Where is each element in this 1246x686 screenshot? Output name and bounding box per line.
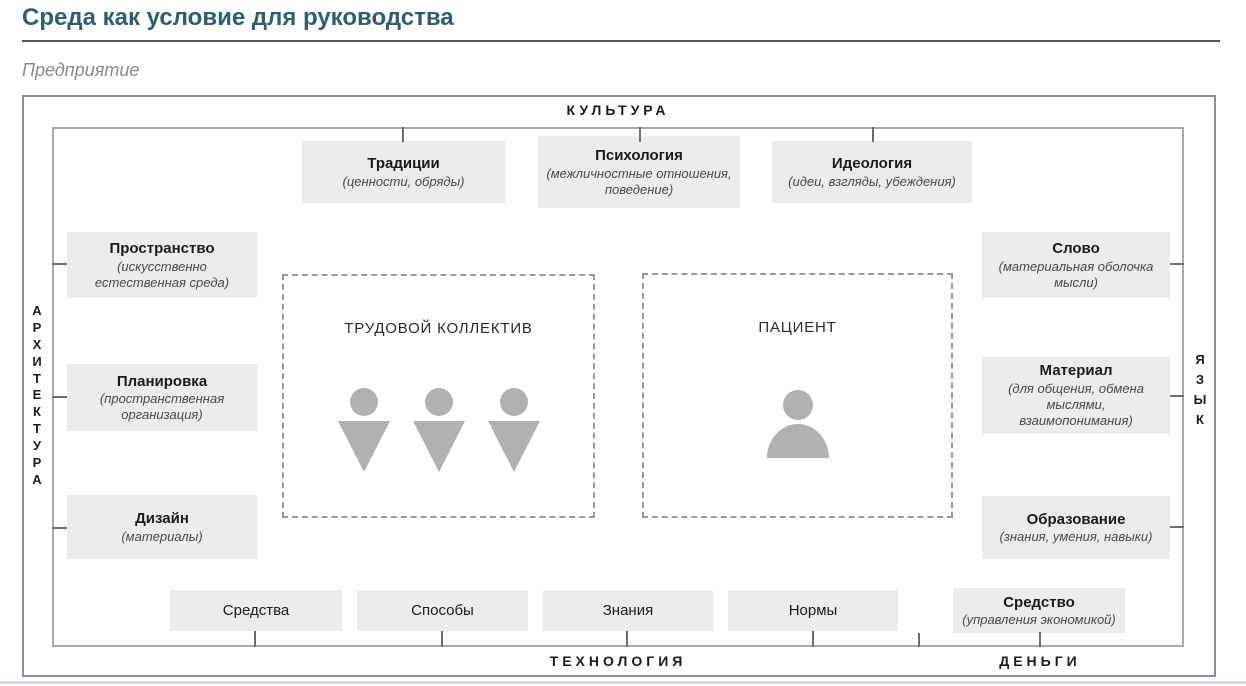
box-title: Традиции (367, 155, 440, 173)
box-title: Способы (411, 601, 474, 619)
box-subtitle: (материалы) (121, 528, 203, 544)
box-subtitle: (пространственная организация) (99, 391, 225, 423)
connector-tick (872, 127, 874, 142)
box-norms: Нормы (728, 590, 898, 631)
box-knowledge: Знания (543, 590, 713, 631)
box-subtitle: (идеи, взгляды, убеждения) (788, 173, 956, 189)
box-space: Пространство (искусственно естественная … (67, 232, 257, 298)
box-title: Материал (1039, 362, 1113, 380)
worker-icon (412, 388, 465, 477)
connector-tick (626, 631, 628, 647)
connector-tick (639, 127, 641, 142)
worker-icon (337, 388, 390, 477)
box-design: Дизайн (материалы) (67, 495, 257, 559)
box-material: Материал (для общения, обмена мыслями, в… (982, 357, 1170, 434)
enterprise-label: Предприятие (22, 60, 140, 80)
connector-tick (254, 631, 256, 647)
connector-tick (812, 631, 814, 647)
group-label: ПАЦИЕНТ (758, 319, 837, 336)
box-title: Средство (1003, 593, 1075, 611)
connector-tick (1170, 395, 1184, 397)
box-planning: Планировка (пространственная организация… (67, 364, 257, 431)
box-psychology: Психология (межличностные отношения, пов… (538, 136, 740, 208)
connector-tick (1170, 263, 1184, 265)
patient-group: ПАЦИЕНТ (642, 273, 953, 518)
connector-tick (441, 631, 443, 647)
connector-tick (1170, 526, 1184, 528)
box-subtitle: (межличностные отношения, поведение) (546, 165, 732, 197)
box-money-means: Средство (управления экономикой) (953, 588, 1125, 633)
box-title: Дизайн (135, 510, 189, 528)
box-traditions: Традиции (ценности, обряды) (302, 141, 505, 203)
box-subtitle: (для общения, обмена мыслями, взаимопони… (1008, 380, 1144, 429)
box-education: Образование (знания, умения, навыки) (982, 496, 1170, 559)
patient-icon (766, 390, 829, 463)
box-word: Слово (материальная оболочка мысли) (982, 232, 1170, 298)
bottom-divider-strip (0, 681, 1246, 684)
group-label: ТРУДОВОЙ КОЛЛЕКТИВ (344, 320, 533, 337)
box-methods: Способы (357, 590, 528, 631)
box-title: Идеология (831, 155, 913, 173)
box-title: Знания (602, 601, 654, 619)
title-underline (22, 40, 1220, 42)
connector-tick (52, 263, 67, 265)
worker-icons-row (284, 388, 593, 477)
box-title: Пространство (109, 240, 215, 257)
worker-icon (487, 388, 540, 477)
box-title: Планировка (116, 372, 208, 390)
box-title: Средства (222, 601, 290, 619)
connector-tick (402, 127, 404, 142)
box-means: Средства (170, 590, 342, 631)
technology-band-label: ТЕХНОЛОГИЯ (549, 653, 687, 669)
box-subtitle: (управления экономикой) (962, 612, 1116, 628)
page-title: Среда как условие для руководства (22, 4, 454, 31)
connector-tick (1039, 632, 1041, 647)
culture-band-label: КУЛЬТУРА (566, 102, 670, 118)
box-ideology: Идеология (идеи, взгляды, убеждения) (772, 141, 972, 203)
connector-tick (52, 396, 67, 398)
box-title: Психология (595, 147, 683, 164)
box-subtitle: (материальная оболочка мысли) (998, 258, 1154, 290)
box-title: Образование (1026, 510, 1126, 528)
box-title: Нормы (788, 601, 838, 619)
box-title: Слово (1052, 240, 1100, 257)
patient-icon-row (644, 390, 951, 463)
box-subtitle: (знания, умения, навыки) (999, 529, 1153, 545)
connector-tick (52, 527, 67, 529)
labor-collective-group: ТРУДОВОЙ КОЛЛЕКТИВ (282, 274, 595, 518)
section-divider-tick (918, 633, 920, 647)
box-subtitle: (ценности, обряды) (342, 173, 465, 189)
box-subtitle: (искусственно естественная среда) (94, 258, 230, 290)
money-band-label: ДЕНЬГИ (999, 653, 1081, 669)
